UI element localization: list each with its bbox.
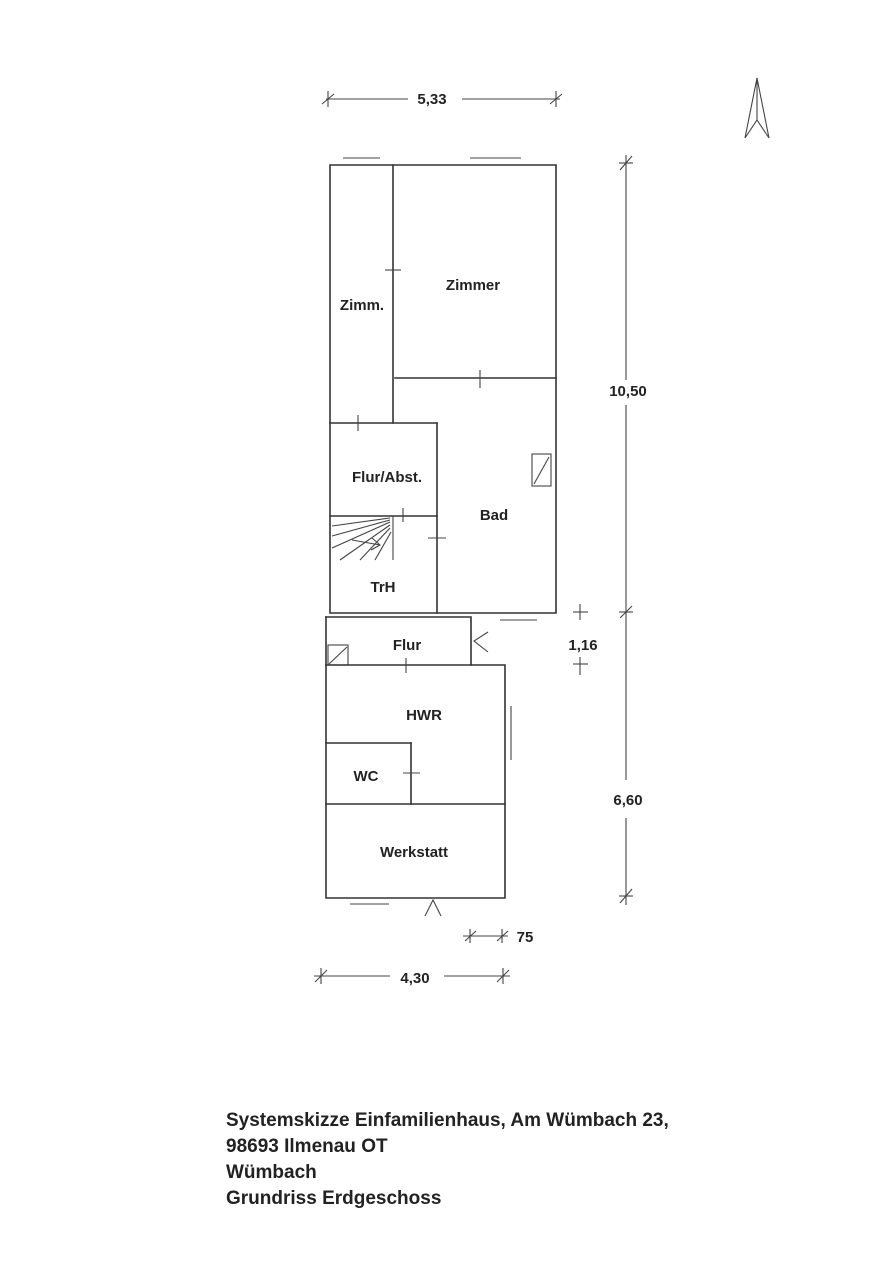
dimension-top-width: 5,33 <box>321 91 563 108</box>
dimension-upper-length-label: 10,50 <box>609 383 647 400</box>
lower-building <box>325 658 512 917</box>
dimension-offset: 75 <box>463 929 533 946</box>
room-label-trh: TrH <box>370 579 395 596</box>
room-label-werkstatt: Werkstatt <box>380 844 448 861</box>
room-label-bad: Bad <box>480 507 508 524</box>
dimension-lower-length-label: 6,60 <box>613 792 642 809</box>
caption-line-4: Grundriss Erdgeschoss <box>226 1188 442 1209</box>
corridor <box>325 616 489 666</box>
room-label-flur: Flur <box>393 637 421 654</box>
dimension-corridor-label: 1,16 <box>568 637 597 654</box>
room-label-hwr: HWR <box>406 707 442 724</box>
room-label-zimm: Zimm. <box>340 297 384 314</box>
dimension-bottom-width-label: 4,30 <box>400 970 429 987</box>
caption: Systemskizze Einfamilienhaus, Am Wümbach… <box>226 1108 826 1212</box>
dimension-top-width-label: 5,33 <box>417 91 446 108</box>
dimension-right: 10,50 6,60 <box>609 155 647 905</box>
staircase-icon <box>331 517 392 561</box>
dimension-corridor: 1,16 <box>568 604 598 675</box>
dimension-offset-label: 75 <box>517 929 534 946</box>
upper-building <box>329 157 557 621</box>
caption-line-1: Systemskizze Einfamilienhaus, Am Wümbach… <box>226 1110 669 1131</box>
caption-line-2: 98693 Ilmenau OT <box>226 1136 388 1157</box>
caption-line-3: Wümbach <box>226 1162 317 1183</box>
room-label-zimmer: Zimmer <box>446 277 500 294</box>
dimension-bottom-width: 4,30 <box>314 968 510 987</box>
room-label-wc: WC <box>354 768 379 785</box>
north-arrow-icon <box>744 77 770 139</box>
room-label-flur-abst: Flur/Abst. <box>352 469 422 486</box>
